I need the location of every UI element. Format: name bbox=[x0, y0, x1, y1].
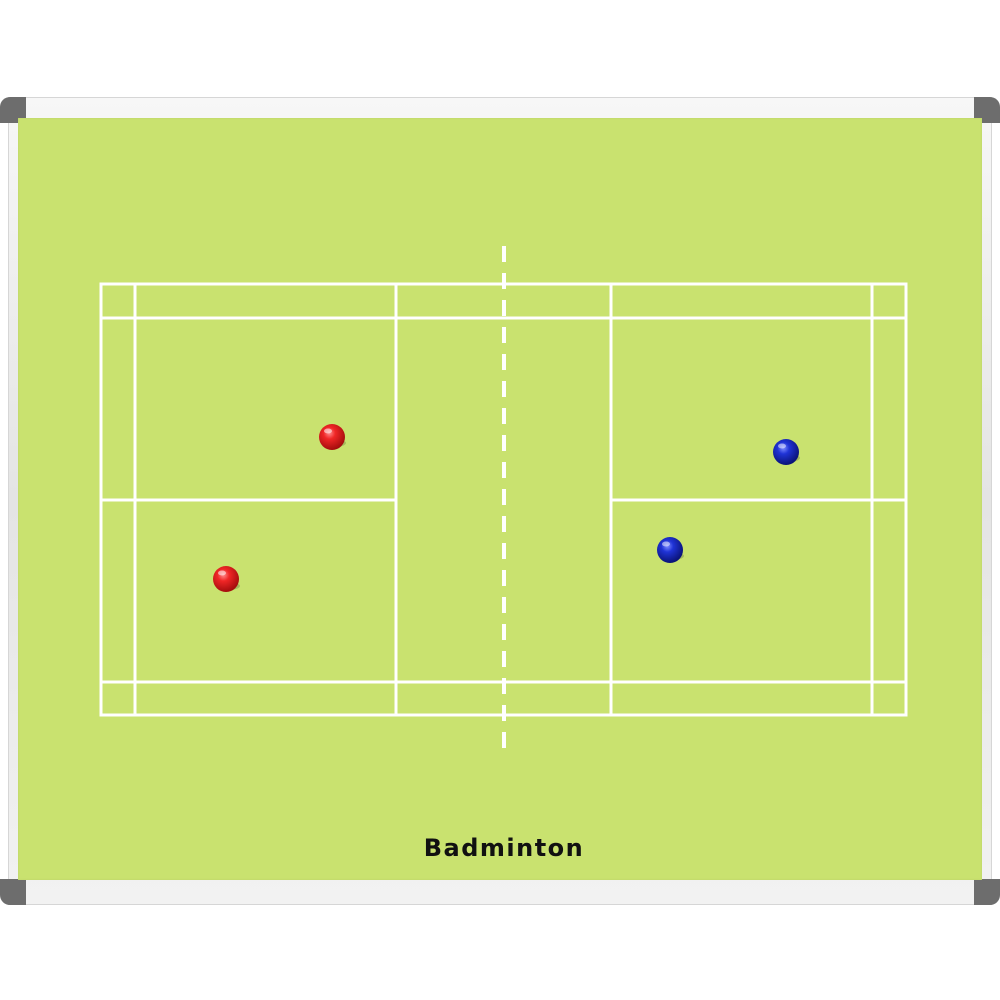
blue-magnet[interactable] bbox=[773, 439, 800, 465]
frame-corner-bottom-left bbox=[0, 879, 26, 905]
court-lines bbox=[99, 246, 908, 752]
red-magnet[interactable] bbox=[319, 424, 346, 450]
red-magnet[interactable] bbox=[213, 566, 240, 592]
blue-magnet[interactable] bbox=[657, 537, 684, 563]
player-magnets bbox=[213, 424, 800, 592]
board-title: Badminton bbox=[423, 834, 585, 862]
frame-corner-bottom-right bbox=[974, 879, 1000, 905]
